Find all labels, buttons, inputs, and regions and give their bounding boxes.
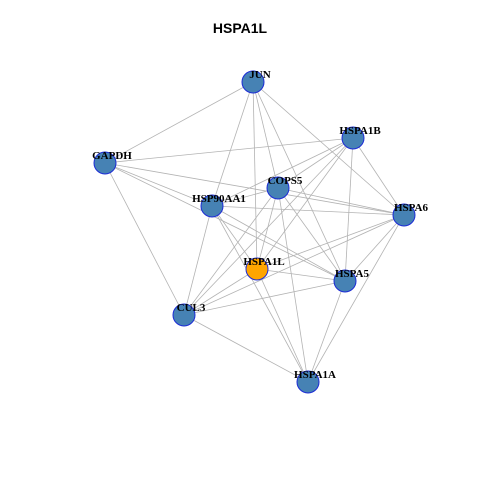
- edge-hspa1l-hspa1a: [256, 268, 309, 383]
- edge-cops5-hspa5: [277, 187, 346, 282]
- edge-hspa6-hspa1l: [256, 214, 405, 270]
- node-hspa6: HSPA6: [392, 202, 429, 227]
- node-label: JUN: [249, 69, 270, 81]
- edge-hsp90aa1-cul3: [183, 205, 213, 316]
- node-circle: [341, 126, 365, 150]
- edge-cops5-hspa1l: [256, 187, 279, 270]
- edge-hspa1b-hspa1l: [256, 137, 354, 270]
- node-cul3: CUL3: [172, 302, 206, 327]
- node-circle: [333, 269, 357, 293]
- node-cops5: COPS5: [266, 175, 303, 200]
- node-gapdh: GAPDH: [92, 150, 132, 175]
- node-circle: [200, 194, 224, 218]
- edge-jun-gapdh: [104, 81, 254, 164]
- edge-gapdh-hspa5: [104, 162, 346, 282]
- node-label: HSPA1A: [294, 369, 336, 381]
- edge-hspa1b-gapdh: [104, 137, 354, 164]
- edge-hspa1b-hspa6: [352, 137, 405, 216]
- edge-gapdh-hsp90aa1: [104, 162, 213, 207]
- node-circle: [172, 303, 196, 327]
- node-hspa5: HSPA5: [333, 268, 370, 293]
- edge-hspa1b-cul3: [183, 137, 354, 316]
- edge-layer: [104, 81, 405, 383]
- node-jun: JUN: [241, 69, 271, 94]
- node-label: HSPA6: [394, 202, 429, 214]
- node-label: HSP90AA1: [192, 193, 246, 205]
- edge-hsp90aa1-hspa1a: [211, 205, 309, 383]
- edge-hspa6-cul3: [183, 214, 405, 316]
- edge-hspa6-hspa5: [344, 214, 405, 282]
- edge-hsp90aa1-hspa5: [211, 205, 346, 282]
- page-title: HSPA1L: [212, 20, 268, 36]
- node-hspa1b: HSPA1B: [339, 125, 381, 150]
- edge-hsp90aa1-hspa6: [211, 205, 405, 216]
- edge-hspa1b-hsp90aa1: [211, 137, 354, 207]
- edge-hspa1b-hspa5: [344, 137, 354, 282]
- node-label: HSPA5: [335, 268, 370, 280]
- edge-hsp90aa1-hspa1l: [211, 205, 258, 270]
- node-hspa1l: HSPA1L: [243, 256, 285, 281]
- edge-jun-hspa5: [252, 81, 346, 282]
- edge-jun-cops5: [252, 81, 279, 189]
- edge-cul3-hspa1a: [183, 314, 309, 383]
- edge-gapdh-cul3: [104, 162, 185, 316]
- edge-hspa1l-hspa5: [256, 268, 346, 282]
- node-label: COPS5: [268, 175, 303, 187]
- edge-cops5-hspa1a: [277, 187, 309, 383]
- node-circle: [93, 151, 117, 175]
- edge-gapdh-hspa6: [104, 162, 405, 216]
- edge-hspa6-hspa1a: [307, 214, 405, 383]
- node-hsp90aa1: HSP90AA1: [192, 193, 246, 218]
- edge-cops5-hspa6: [277, 187, 405, 216]
- node-label: CUL3: [177, 302, 206, 314]
- node-circle: [245, 257, 269, 281]
- node-hspa1a: HSPA1A: [294, 369, 336, 394]
- edge-jun-hsp90aa1: [211, 81, 254, 207]
- node-circle: [241, 70, 265, 94]
- node-circle: [266, 176, 290, 200]
- edge-hspa5-hspa1a: [307, 280, 346, 383]
- edge-hspa1l-cul3: [183, 268, 258, 316]
- node-circle: [392, 203, 416, 227]
- node-circle: [296, 370, 320, 394]
- edge-hspa1b-cops5: [277, 137, 354, 189]
- edge-cops5-cul3: [183, 187, 279, 316]
- node-label: HSPA1L: [243, 256, 284, 268]
- node-label: GAPDH: [92, 150, 132, 162]
- node-label: HSPA1B: [339, 125, 381, 137]
- edge-jun-hspa6: [252, 81, 405, 216]
- edge-hspa5-cul3: [183, 280, 346, 316]
